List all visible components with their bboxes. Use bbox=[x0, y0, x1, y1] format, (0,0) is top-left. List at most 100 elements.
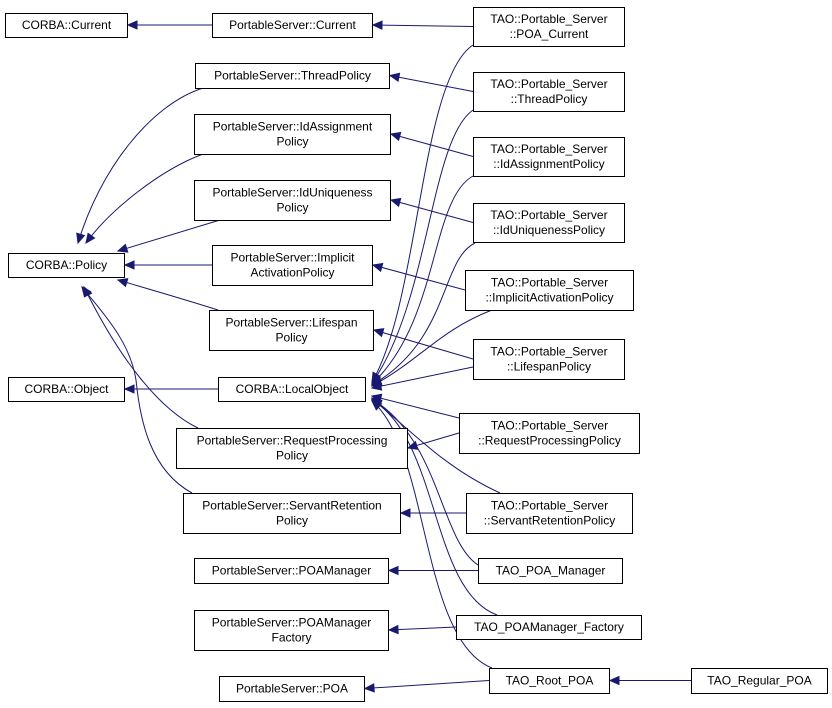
node-box bbox=[194, 180, 391, 221]
class-node-corba-object[interactable]: CORBA::Object bbox=[8, 377, 125, 402]
class-node-tao-iduniqueness[interactable]: TAO::Portable_Server::IdUniquenessPolicy bbox=[473, 203, 625, 243]
edge-ps_current-to-corba_current bbox=[126, 20, 212, 30]
node-label: TAO::Portable_Server bbox=[491, 419, 608, 433]
node-box bbox=[473, 203, 625, 243]
node-label: ::ThreadPolicy bbox=[511, 92, 588, 106]
node-label: ::IdAssignmentPolicy bbox=[493, 157, 604, 171]
node-label: ::RequestProcessingPolicy bbox=[478, 434, 621, 448]
node-box bbox=[691, 668, 828, 694]
class-node-ps-current[interactable]: PortableServer::Current bbox=[212, 13, 373, 38]
node-label: ::LifespanPolicy bbox=[507, 360, 591, 374]
class-node-ps-implicit[interactable]: PortableServer::ImplicitActivationPolicy bbox=[212, 245, 373, 286]
edge-tao_poa_current-to-ps_current bbox=[371, 20, 474, 30]
node-box bbox=[459, 413, 640, 454]
node-box bbox=[194, 558, 389, 584]
node-label: TAO::Portable_Server bbox=[490, 345, 607, 359]
class-node-corba-policy[interactable]: CORBA::Policy bbox=[8, 253, 125, 278]
edge-line bbox=[371, 398, 479, 566]
class-node-ps-poamanager[interactable]: PortableServer::POAManager bbox=[194, 558, 389, 584]
edge-tao_idassignment-to-ps_idassignment bbox=[389, 131, 474, 157]
node-box bbox=[456, 615, 642, 640]
node-label: TAO_Root_POA bbox=[506, 674, 594, 688]
class-node-ps-threadpolicy[interactable]: PortableServer::ThreadPolicy bbox=[195, 63, 390, 89]
edge-line bbox=[81, 286, 193, 494]
class-node-ps-idassignment[interactable]: PortableServer::IdAssignmentPolicy bbox=[194, 114, 391, 155]
edge-line bbox=[77, 87, 204, 244]
edges-layer bbox=[76, 20, 691, 693]
node-label: ::ServantRetentionPolicy bbox=[484, 514, 615, 528]
node-box bbox=[473, 339, 625, 380]
class-node-tao-poamanager-factory[interactable]: TAO_POAManager_Factory bbox=[456, 615, 642, 640]
node-label: Policy bbox=[276, 514, 308, 528]
node-box bbox=[194, 114, 391, 155]
class-node-ps-requestprocessing[interactable]: PortableServer::RequestProcessingPolicy bbox=[176, 428, 408, 469]
node-label: PortableServer::Current bbox=[229, 18, 356, 32]
node-label: Policy bbox=[276, 449, 308, 463]
class-node-ps-servantretention[interactable]: PortableServer::ServantRetentionPolicy bbox=[183, 493, 401, 534]
edge-tao_lifespan-to-corba_localobject bbox=[370, 366, 474, 391]
node-box bbox=[176, 428, 408, 469]
class-node-corba-localobject[interactable]: CORBA::LocalObject bbox=[218, 377, 366, 402]
edge-line bbox=[372, 264, 466, 291]
class-node-ps-lifespan[interactable]: PortableServer::LifespanPolicy bbox=[209, 310, 374, 351]
node-box bbox=[8, 253, 125, 278]
class-node-tao-poa-current[interactable]: TAO::Portable_Server::POA_Current bbox=[473, 7, 625, 47]
node-box bbox=[466, 493, 633, 534]
class-node-tao-servantretention[interactable]: TAO::Portable_Server::ServantRetentionPo… bbox=[466, 493, 633, 534]
class-node-tao-requestprocessing[interactable]: TAO::Portable_Server::RequestProcessingP… bbox=[459, 413, 640, 454]
edge-ps_threadpolicy-to-corba_policy bbox=[76, 87, 204, 245]
edge-line bbox=[117, 279, 219, 311]
edge-line bbox=[371, 175, 474, 385]
node-label: PortableServer::ServantRetention bbox=[202, 499, 381, 513]
edge-line bbox=[388, 626, 457, 631]
class-node-ps-poa[interactable]: PortableServer::POA bbox=[219, 676, 365, 702]
node-box bbox=[473, 72, 625, 112]
node-label: TAO_POA_Manager bbox=[496, 564, 606, 578]
node-label: ::POA_Current bbox=[510, 27, 589, 41]
edge-line bbox=[371, 366, 474, 389]
arrowhead-icon bbox=[81, 286, 92, 298]
class-node-tao-regular-poa[interactable]: TAO_Regular_POA bbox=[691, 668, 828, 694]
edge-tao_root_poa-to-ps_poa bbox=[363, 680, 490, 693]
node-label: PortableServer::Implicit bbox=[230, 251, 355, 265]
edge-tao_root_poa-to-corba_localobject bbox=[371, 400, 493, 669]
class-node-tao-idassignment[interactable]: TAO::Portable_Server::IdAssignmentPolicy bbox=[473, 137, 625, 177]
arrowhead-icon bbox=[116, 278, 129, 288]
edge-line bbox=[371, 309, 493, 387]
class-node-tao-threadpolicy[interactable]: TAO::Portable_Server::ThreadPolicy bbox=[473, 72, 625, 112]
edge-ps_implicit-to-corba_policy bbox=[123, 260, 212, 270]
arrowhead-icon bbox=[608, 675, 620, 686]
class-node-tao-lifespan[interactable]: TAO::Portable_Server::LifespanPolicy bbox=[473, 339, 625, 380]
node-label: TAO_POAManager_Factory bbox=[474, 620, 624, 634]
node-box bbox=[219, 676, 365, 702]
arrowhead-icon bbox=[370, 381, 383, 391]
edge-line bbox=[83, 286, 199, 429]
class-node-tao-poa-manager[interactable]: TAO_POA_Manager bbox=[478, 558, 623, 584]
class-node-tao-root-poa[interactable]: TAO_Root_POA bbox=[489, 668, 610, 694]
edge-line bbox=[364, 680, 490, 689]
edge-tao_requestprocessing-to-ps_requestprocessing bbox=[406, 432, 460, 450]
class-node-ps-iduniqueness[interactable]: PortableServer::IdUniquenessPolicy bbox=[194, 180, 391, 221]
arrowhead-icon bbox=[371, 20, 383, 30]
arrowhead-icon bbox=[388, 72, 401, 82]
edge-line bbox=[371, 242, 476, 386]
node-box bbox=[473, 137, 625, 177]
arrowhead-icon bbox=[123, 384, 135, 394]
node-box bbox=[194, 610, 389, 651]
arrowhead-icon bbox=[371, 262, 384, 273]
arrowhead-icon bbox=[389, 197, 402, 208]
node-box bbox=[195, 63, 390, 89]
node-label: Policy bbox=[276, 135, 308, 149]
arrowhead-icon bbox=[116, 243, 129, 253]
node-label: TAO::Portable_Server bbox=[490, 77, 607, 91]
class-node-corba-current[interactable]: CORBA::Current bbox=[5, 13, 128, 38]
node-label: CORBA::Current bbox=[22, 18, 112, 32]
node-label: TAO::Portable_Server bbox=[490, 208, 607, 222]
node-label: CORBA::Policy bbox=[26, 258, 107, 272]
edge-tao_implicit-to-ps_implicit bbox=[371, 262, 466, 291]
node-box bbox=[212, 245, 373, 286]
class-node-tao-implicit[interactable]: TAO::Portable_Server::ImplicitActivation… bbox=[465, 270, 634, 311]
arrowhead-icon bbox=[76, 232, 86, 245]
